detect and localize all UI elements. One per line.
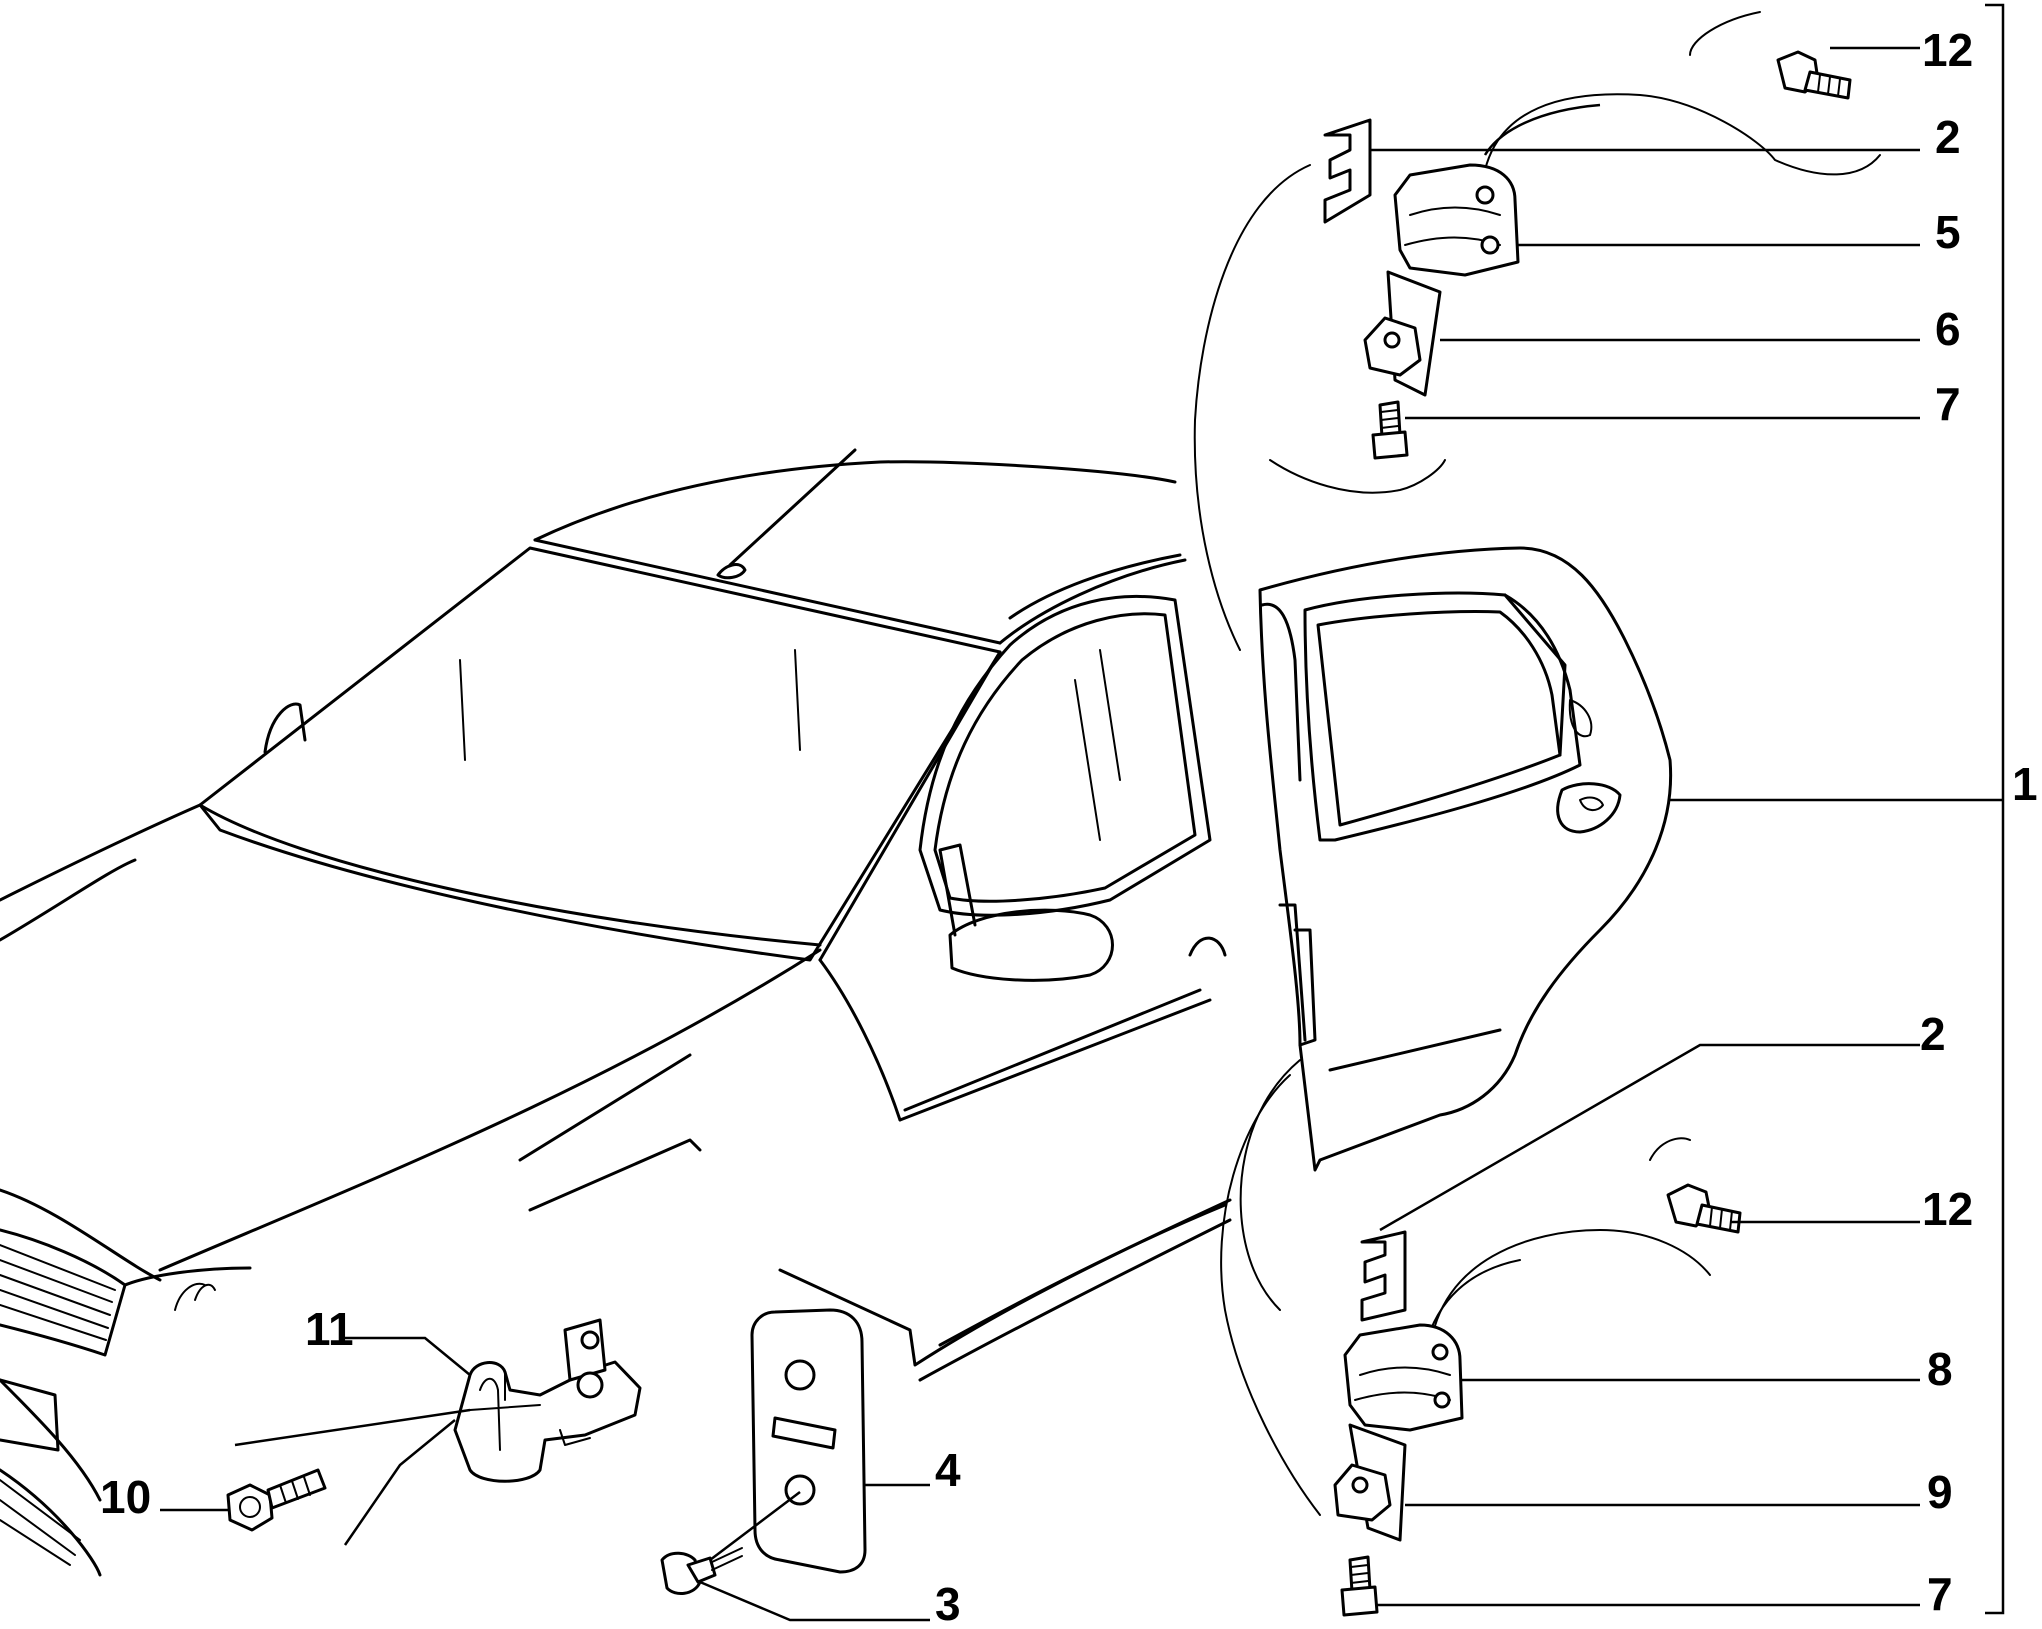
hinge-9: [1333, 1423, 1407, 1542]
callout-2-top: 2: [1935, 111, 1961, 163]
callout-11: 11: [305, 1303, 354, 1355]
callout-5: 5: [1935, 206, 1961, 258]
bolt-12-bottom: [1666, 1183, 1742, 1234]
screw-7-top: [1371, 400, 1409, 460]
hinge-8: [1343, 1323, 1464, 1432]
callout-7-bottom: 7: [1927, 1568, 1953, 1620]
rear-door-part-1: [1258, 546, 1673, 1172]
callout-12-top: 12: [1922, 24, 1973, 76]
callout-12-bottom: 12: [1922, 1183, 1973, 1235]
callout-1: 1: [2012, 758, 2038, 810]
upper-hinge-group: [1193, 11, 1881, 651]
callout-labels: 12 2 5 6 7 1 2 12 8 9 7 11 10 4 3: [100, 24, 2038, 1629]
callout-2-bottom: 2: [1920, 1008, 1946, 1060]
bracket-part-1: [1985, 3, 2005, 1615]
lower-hinge-group: [1220, 1059, 1742, 1617]
screw-3: [660, 1547, 743, 1595]
bolt-12-top: [1776, 50, 1852, 100]
callout-10: 10: [100, 1471, 151, 1523]
callout-9: 9: [1927, 1466, 1953, 1518]
car-body-drawing: [0, 448, 1232, 1577]
bolt-10: [226, 1468, 327, 1532]
hinge-6: [1363, 270, 1442, 397]
screw-7-bottom: [1340, 1555, 1379, 1617]
callout-4: 4: [935, 1444, 961, 1496]
callout-8: 8: [1927, 1343, 1953, 1395]
hinge-5: [1393, 163, 1520, 277]
leader-lines: [160, 46, 2003, 1622]
plate-4: [750, 1308, 867, 1574]
callout-7-top: 7: [1935, 378, 1961, 430]
callout-3: 3: [935, 1578, 961, 1629]
door-check-strap-11: [453, 1318, 642, 1483]
callout-6: 6: [1935, 303, 1961, 355]
